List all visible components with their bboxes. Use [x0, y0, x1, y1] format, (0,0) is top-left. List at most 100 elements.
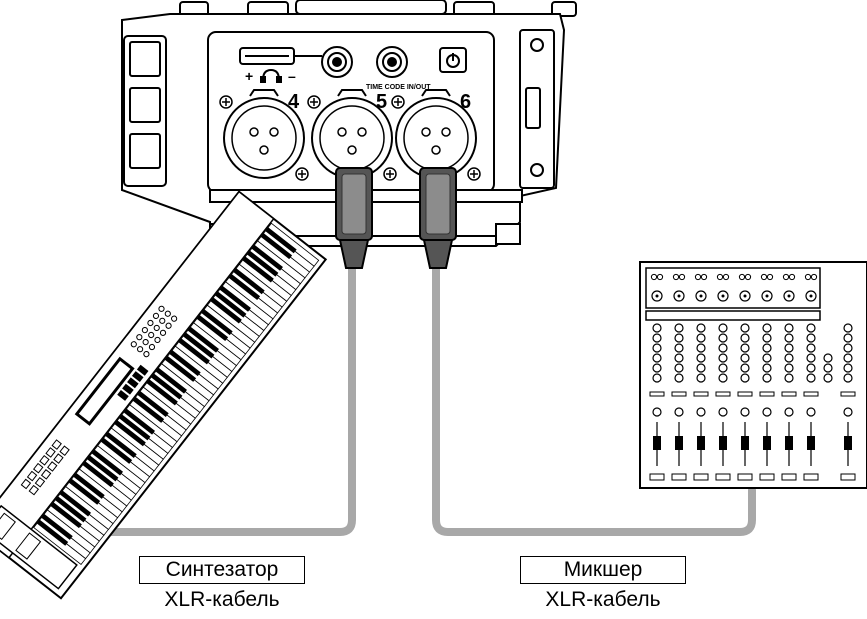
- mixer-knob: [823, 353, 833, 363]
- mixer-cable-label: XLR-кабель: [545, 588, 661, 611]
- xlr-pin: [347, 145, 357, 155]
- mixer-knob: [696, 343, 706, 353]
- black-key: [59, 490, 92, 517]
- mixer-knob: [674, 353, 684, 363]
- mixer-knob: [740, 343, 750, 353]
- black-key: [132, 396, 165, 423]
- mixer-jack-center: [655, 294, 659, 298]
- mixer-knob: [843, 353, 853, 363]
- synth-knob: [142, 339, 149, 346]
- synthesizer: [0, 190, 328, 600]
- mixer-channels: [649, 273, 856, 481]
- mixer-knob: [762, 363, 772, 373]
- black-key: [114, 420, 146, 447]
- black-key: [183, 332, 215, 359]
- black-key: [196, 315, 229, 341]
- fader-cap: [653, 436, 661, 450]
- mixer-channel-strip: [693, 273, 709, 481]
- synth-knob: [141, 326, 148, 334]
- xlr-latch: [337, 89, 367, 97]
- mixer-knob: [762, 373, 772, 383]
- mixer-knob: [652, 363, 662, 373]
- mixer-jack: [766, 273, 774, 281]
- black-key: [105, 432, 137, 458]
- mixer-jack: [810, 273, 818, 281]
- mixer-knob: [674, 407, 684, 417]
- synth-button: [33, 462, 44, 474]
- xlr-pin: [269, 127, 279, 137]
- mixer-knob: [784, 363, 794, 373]
- mixer-jack: [782, 273, 790, 281]
- mixer-knob: [784, 353, 794, 363]
- mixer-button: [693, 391, 709, 397]
- screw-cross: [386, 170, 394, 178]
- mixer-mute-button: [759, 473, 775, 481]
- mixer-knob: [762, 323, 772, 333]
- mixer-knob: [696, 323, 706, 333]
- black-key: [41, 513, 73, 540]
- xlr-inner-ring: [319, 105, 385, 171]
- mixer-knob: [652, 323, 662, 333]
- mixer-jack: [722, 273, 730, 281]
- xlr-plug-5: [335, 167, 373, 269]
- xlr-inner-ring: [231, 105, 297, 171]
- mixer-knob: [718, 363, 728, 373]
- mixer-knob: [806, 323, 816, 333]
- black-key: [137, 391, 169, 418]
- fader-cap: [741, 436, 749, 450]
- mixer-channel-strip: [759, 273, 775, 481]
- synth-knob: [159, 329, 167, 336]
- xlr-pin: [357, 127, 367, 137]
- synth-button: [39, 455, 50, 466]
- black-key: [187, 326, 219, 353]
- synth-cable-label: XLR-кабель: [164, 588, 280, 611]
- xlr-pin: [421, 127, 431, 137]
- timecode-label: TIME CODE IN/OUT: [366, 84, 431, 91]
- synth-label: Синтезатор: [139, 556, 305, 584]
- mixer-jack: [700, 273, 708, 281]
- mixer-jack-center: [699, 294, 703, 298]
- input-number-label: 6: [460, 91, 471, 113]
- black-key: [50, 502, 82, 529]
- mixer-knob: [823, 373, 833, 383]
- mixer-button: [671, 391, 687, 397]
- black-key: [247, 250, 279, 277]
- mixer-button: [649, 391, 665, 397]
- mixer-knob: [740, 373, 750, 383]
- mixer-knob: [652, 373, 662, 383]
- black-key: [219, 285, 251, 312]
- mixer-knob: [806, 353, 816, 363]
- mixer-mute-button: [803, 473, 819, 481]
- fader-cap: [763, 436, 771, 450]
- synth-knob: [164, 310, 171, 317]
- xlr-input-6: 6: [391, 89, 481, 181]
- mixer-knob: [784, 343, 794, 353]
- synth-knob: [130, 341, 137, 348]
- mixer-mute-button: [781, 473, 797, 481]
- black-key: [87, 455, 119, 482]
- mixer-knob: [843, 323, 853, 333]
- screw-cross: [470, 170, 478, 178]
- mixer-button: [781, 391, 797, 397]
- mixer-knob: [696, 407, 706, 417]
- black-key: [82, 461, 114, 488]
- xlr-pin: [249, 127, 259, 137]
- mixer-knob: [762, 333, 772, 343]
- mixer-knob: [823, 363, 833, 373]
- headphone-minus-label: –: [288, 68, 296, 84]
- mixer-knob: [652, 407, 662, 417]
- mixer-knob: [843, 373, 853, 383]
- mixer-jack: [672, 273, 680, 281]
- mixer-jack-center: [743, 294, 747, 298]
- synth-button: [40, 469, 52, 480]
- fader-cap: [785, 436, 793, 450]
- mixer-button: [759, 391, 775, 397]
- mixer-jack-center: [677, 294, 681, 298]
- mixer-knob: [740, 353, 750, 363]
- mixer-jack: [716, 273, 724, 281]
- black-key: [155, 367, 187, 394]
- mixer-knob: [696, 373, 706, 383]
- fader-cap: [675, 436, 683, 450]
